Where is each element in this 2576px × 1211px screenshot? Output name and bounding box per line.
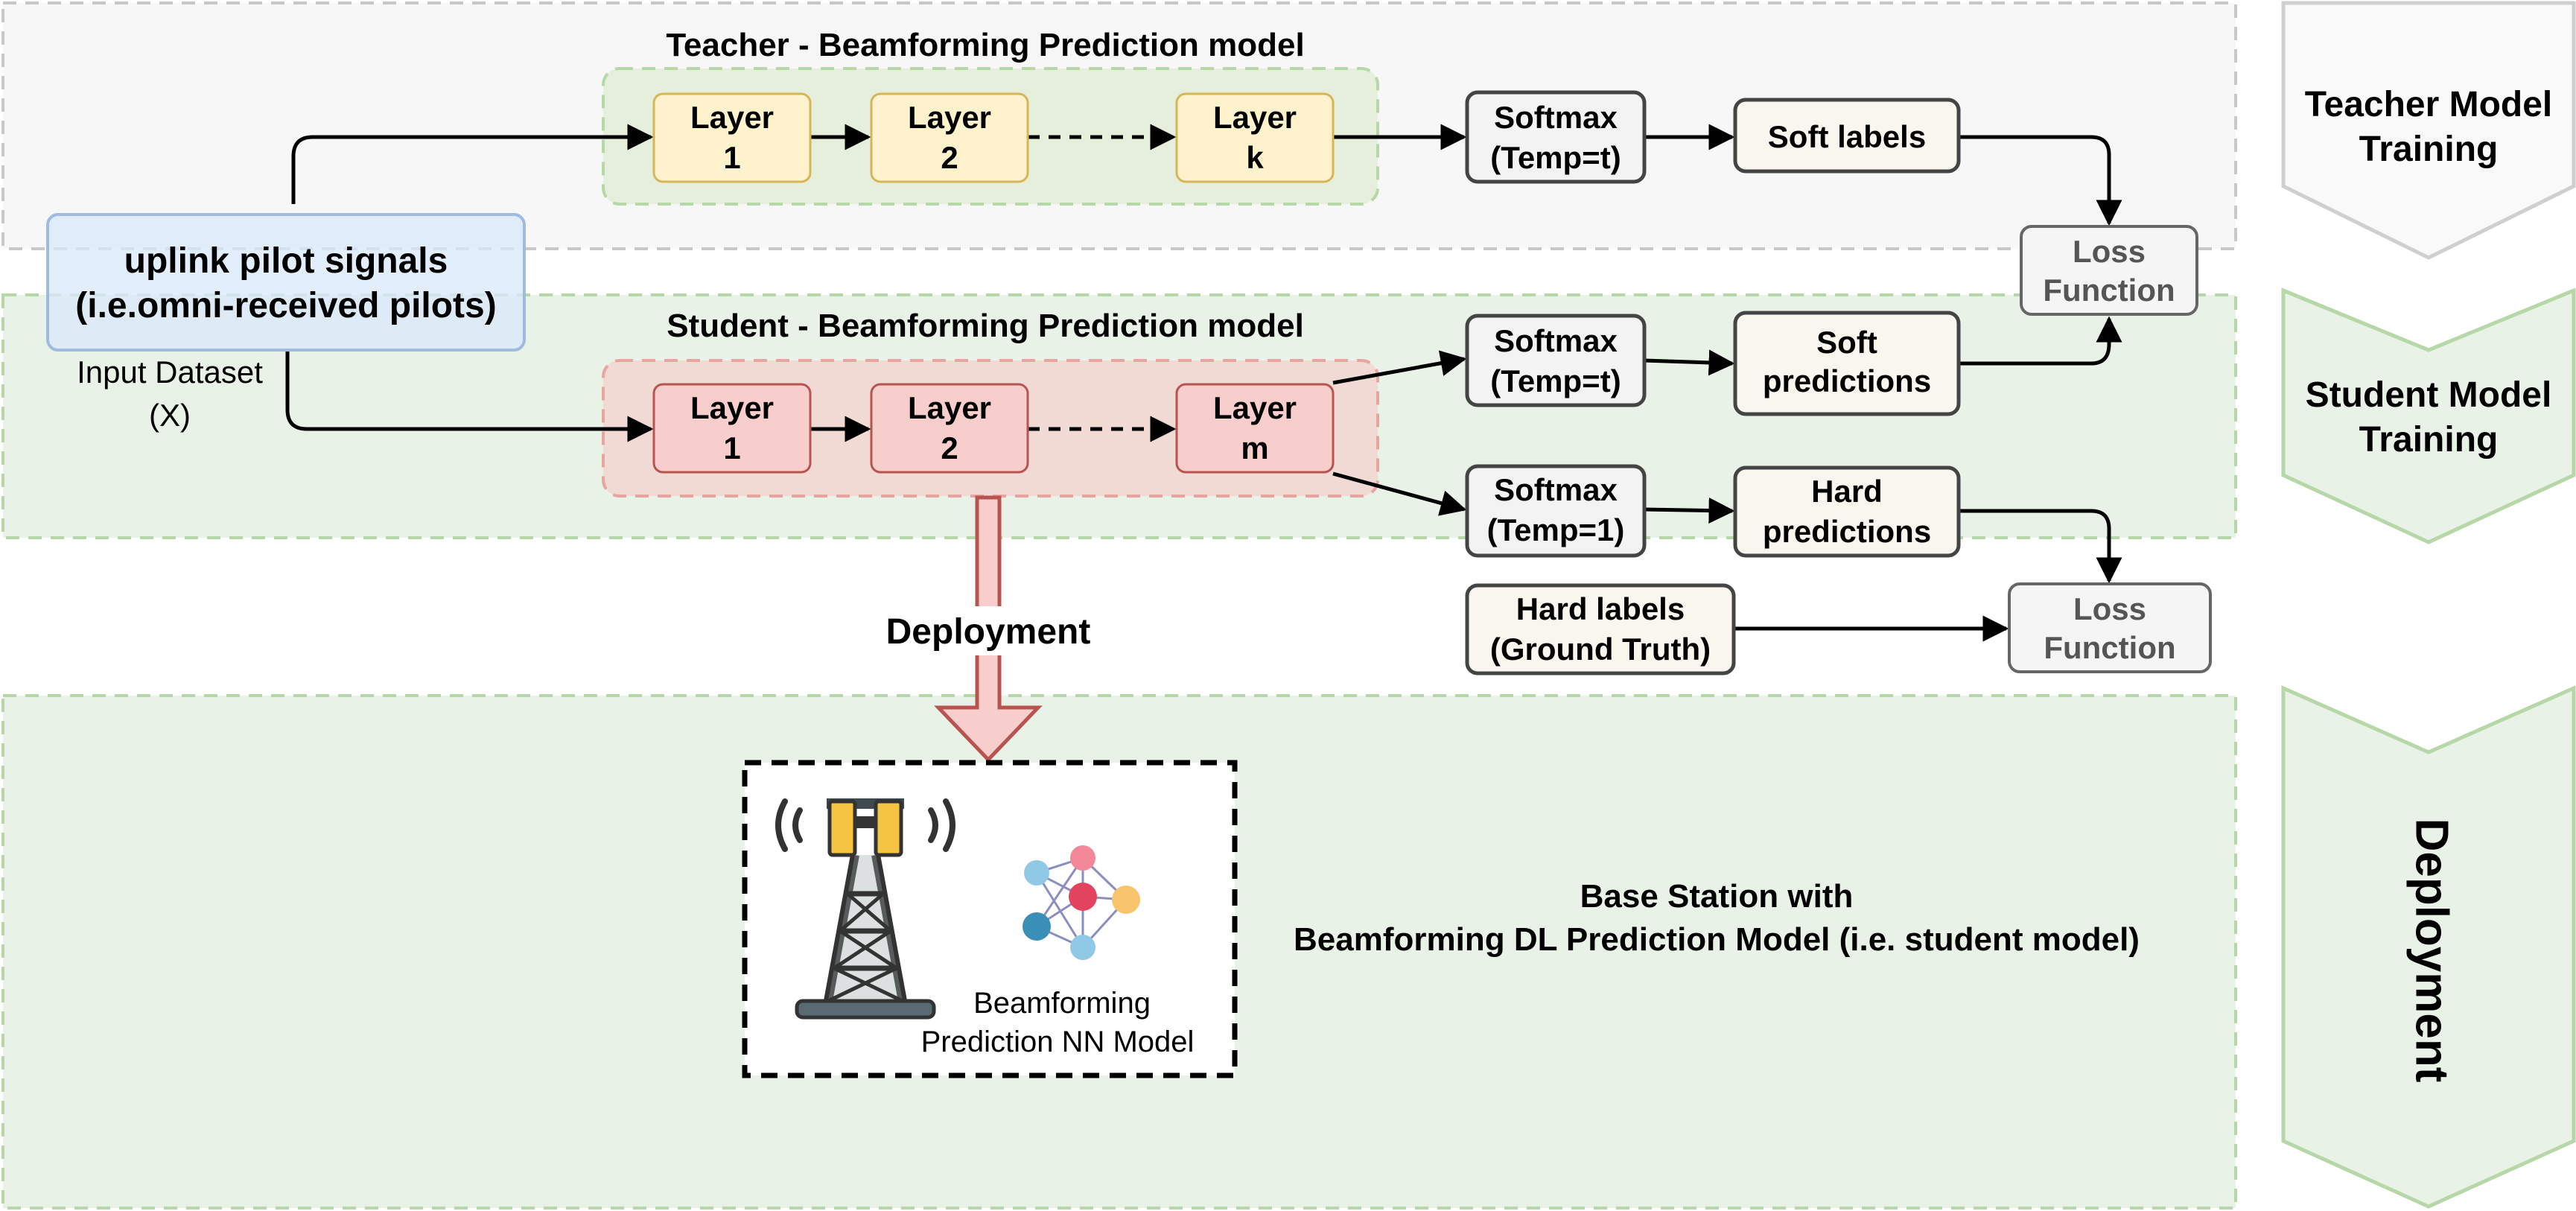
svg-text:Soft labels: Soft labels <box>1768 119 1926 154</box>
student-stage-chevron <box>2281 287 2576 544</box>
teacher-stage-label-2: Training <box>2359 130 2499 169</box>
svg-text:Function: Function <box>2044 630 2175 665</box>
student-layer-1: Layer 1 <box>652 383 812 474</box>
input-signal-text-2: (i.e.omni-received pilots) <box>75 286 496 325</box>
student-stage-label-2: Training <box>2359 420 2499 460</box>
svg-text:Layer: Layer <box>690 100 774 135</box>
teacher-softmax-node: Softmax (Temp=t) <box>1465 90 1647 184</box>
svg-text:k: k <box>1246 140 1264 175</box>
svg-text:Layer: Layer <box>908 390 991 425</box>
deployment-label-bg <box>871 606 1105 655</box>
hardpred-loss-arrow <box>1959 509 2122 584</box>
base-station-box <box>742 760 1238 1078</box>
deployment-stage-chevron <box>2281 685 2576 1209</box>
svg-text:2: 2 <box>941 430 958 465</box>
svg-text:Softmax: Softmax <box>1494 100 1618 135</box>
svg-text:1: 1 <box>723 140 740 175</box>
hard-labels-node: Hard labels (Ground Truth) <box>1465 583 1736 676</box>
svg-text:Function: Function <box>2043 273 2175 308</box>
hard-predictions-node: Hard predictions <box>1733 465 1961 558</box>
svg-text:(Temp=1): (Temp=1) <box>1487 512 1625 547</box>
svg-text:Layer: Layer <box>1213 100 1297 135</box>
svg-text:Softmax: Softmax <box>1494 472 1618 507</box>
svg-text:2: 2 <box>941 140 958 175</box>
svg-text:predictions: predictions <box>1763 363 1931 398</box>
soft-labels-node: Soft labels <box>1733 98 1961 174</box>
nn-model-label-1: Beamforming <box>973 987 1151 1020</box>
student-model-title: Student - Beamforming Prediction model <box>667 308 1304 344</box>
svg-text:Softmax: Softmax <box>1494 323 1618 358</box>
svg-text:Soft: Soft <box>1816 325 1877 360</box>
teacher-model-title: Teacher - Beamforming Prediction model <box>666 27 1304 63</box>
input-dataset-label-2: (X) <box>149 398 191 433</box>
input-signal-text-1: uplink pilot signals <box>124 241 448 281</box>
student-layer-m: Layer m <box>1175 383 1335 474</box>
svg-text:(Ground Truth): (Ground Truth) <box>1490 632 1711 667</box>
svg-text:Layer: Layer <box>908 100 991 135</box>
teacher-layer-k: Layer k <box>1175 92 1335 183</box>
teacher-stage-chevron <box>2281 1 2576 260</box>
softpred-loss-arrow <box>1959 316 2122 366</box>
loss-function-bottom: Loss Function <box>2008 582 2212 673</box>
svg-text:Loss: Loss <box>2073 591 2146 626</box>
input-to-student-arrow <box>285 350 654 442</box>
deployment-stage-label: Deployment <box>2406 819 2458 1083</box>
base-station-text-1: Base Station with <box>1580 878 1854 915</box>
cell-tower-icon <box>775 798 955 1020</box>
teacher-layer-2: Layer 2 <box>870 92 1029 183</box>
teacher-stage-label-1: Teacher Model <box>2305 85 2553 124</box>
student-stage-label-1: Student Model <box>2306 375 2552 415</box>
deployment-arrow-label: Deployment <box>886 612 1091 652</box>
base-station-text-2: Beamforming DL Prediction Model (i.e. st… <box>1294 921 2140 958</box>
svg-text:Hard labels: Hard labels <box>1516 591 1685 626</box>
svg-text:Loss: Loss <box>2073 234 2146 269</box>
svg-text:Hard: Hard <box>1811 474 1883 509</box>
softmax-1-hardpred-arrow <box>1644 497 1735 524</box>
input-dataset-label-1: Input Dataset <box>77 355 263 390</box>
softlabels-loss-arrow <box>1959 135 2122 226</box>
svg-text:(Temp=t): (Temp=t) <box>1490 363 1621 398</box>
svg-text:Layer: Layer <box>1213 390 1297 425</box>
loss-function-top: Loss Function <box>2020 225 2198 316</box>
svg-text:Layer: Layer <box>690 390 774 425</box>
teacher-layer-1: Layer 1 <box>652 92 812 183</box>
input-signal-box <box>46 213 526 352</box>
student-lm-softmax-1-arrow <box>1332 471 1467 516</box>
soft-predictions-node: Soft predictions <box>1733 311 1961 416</box>
svg-text:m: m <box>1241 430 1268 465</box>
svg-text:(Temp=t): (Temp=t) <box>1490 140 1621 175</box>
svg-text:predictions: predictions <box>1763 514 1931 549</box>
neural-network-icon <box>1023 845 1140 960</box>
svg-text:1: 1 <box>723 430 740 465</box>
input-to-teacher-arrow <box>291 124 654 204</box>
softmax-t-softpred-arrow <box>1644 349 1735 376</box>
student-layer-2: Layer 2 <box>870 383 1029 474</box>
student-softmax-1-node: Softmax (Temp=1) <box>1465 464 1647 558</box>
student-softmax-t-node: Softmax (Temp=t) <box>1465 314 1647 407</box>
nn-model-label-2: Prediction NN Model <box>921 1026 1195 1058</box>
student-lm-softmax-t-arrow <box>1332 350 1467 385</box>
